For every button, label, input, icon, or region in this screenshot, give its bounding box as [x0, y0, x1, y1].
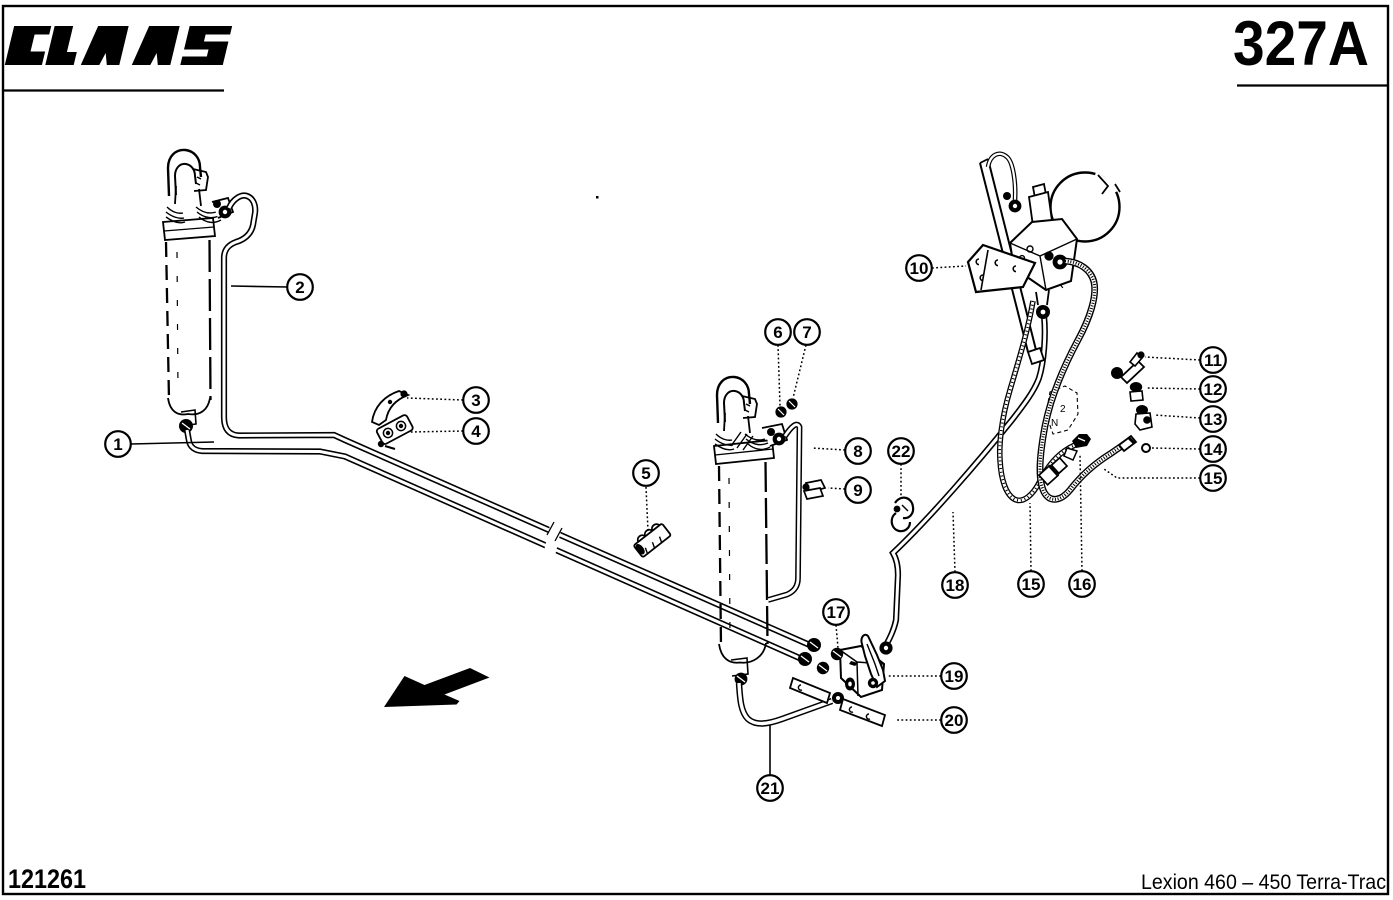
- svg-text:1: 1: [113, 435, 122, 454]
- svg-text:16: 16: [1073, 575, 1092, 594]
- svg-text:15: 15: [1204, 469, 1223, 488]
- svg-text:7: 7: [802, 323, 811, 342]
- svg-text:3: 3: [471, 391, 480, 410]
- svg-text:Lexion 460 – 450 Terra-Trac: Lexion 460 – 450 Terra-Trac: [1141, 870, 1386, 894]
- svg-text:19: 19: [945, 667, 964, 686]
- svg-text:9: 9: [853, 481, 862, 500]
- svg-text:14: 14: [1204, 440, 1223, 459]
- svg-text:13: 13: [1204, 410, 1223, 429]
- svg-text:15: 15: [1022, 575, 1041, 594]
- svg-text:121261: 121261: [8, 864, 86, 894]
- svg-text:2: 2: [1060, 404, 1066, 415]
- svg-text:21: 21: [761, 779, 780, 798]
- svg-text:12: 12: [1204, 380, 1223, 399]
- svg-text:10: 10: [910, 259, 929, 278]
- svg-text:20: 20: [945, 711, 964, 730]
- svg-text:4: 4: [471, 422, 481, 441]
- svg-text:5: 5: [641, 464, 650, 483]
- svg-text:11: 11: [1204, 351, 1222, 370]
- svg-text:18: 18: [946, 576, 965, 595]
- svg-text:17: 17: [827, 603, 846, 622]
- svg-text:22: 22: [892, 442, 911, 461]
- svg-text:327A: 327A: [1233, 9, 1369, 79]
- svg-text:8: 8: [853, 442, 862, 461]
- svg-text:2: 2: [295, 278, 304, 297]
- svg-text:6: 6: [773, 323, 782, 342]
- svg-text:N: N: [1051, 418, 1058, 429]
